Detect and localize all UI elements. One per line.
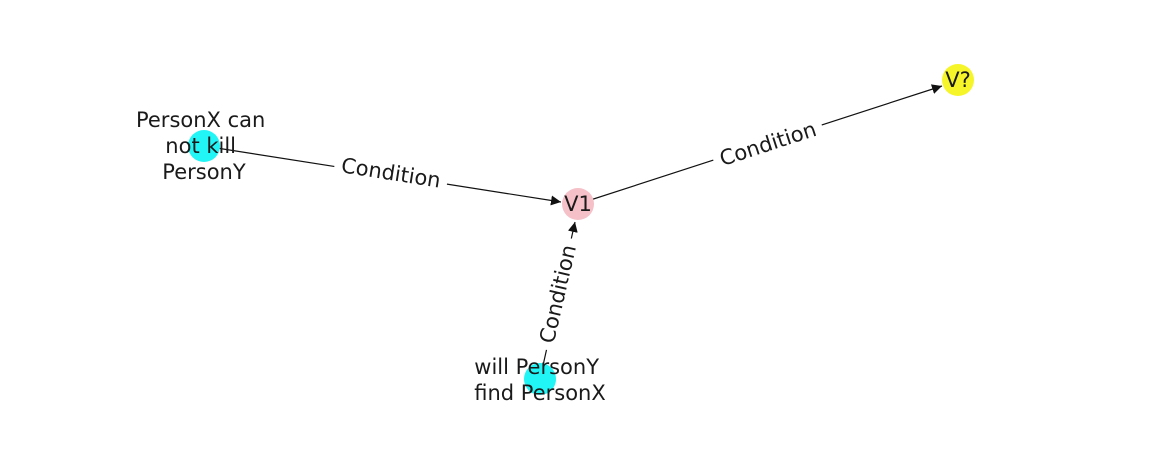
node-label: V1: [564, 192, 592, 216]
node-circle: [942, 64, 974, 96]
edge-label-background: [708, 110, 828, 178]
edge-v1-to-vq: Condition: [577, 84, 943, 205]
edge-label-background: [332, 147, 450, 199]
node-circle: [562, 188, 594, 220]
node-v-question: V?: [942, 64, 974, 96]
node-label: PersonX can not kill PersonY: [136, 108, 272, 184]
edge-label-background: [528, 234, 588, 354]
node-will-persony-find-personx: will PersonY find PersonX: [474, 355, 606, 405]
edge-label: Condition: [717, 117, 820, 171]
node-label: V?: [945, 68, 971, 92]
node-circle: [188, 130, 220, 162]
edge-personx-to-v1: Condition: [203, 145, 562, 206]
node-circle: [524, 363, 556, 395]
node-v1: V1: [562, 188, 594, 220]
node-label: will PersonY find PersonX: [474, 355, 606, 405]
node-personx-can-not-kill-persony: PersonX can not kill PersonY: [136, 108, 272, 184]
